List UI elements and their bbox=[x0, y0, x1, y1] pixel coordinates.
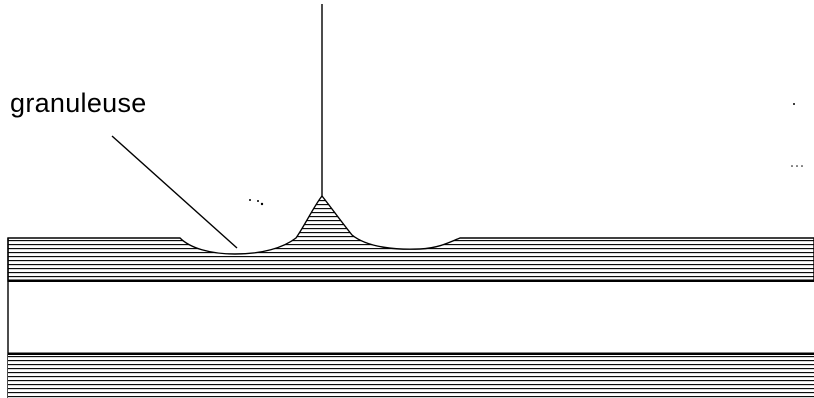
label-leader-line bbox=[111, 135, 238, 249]
middle-clear-layer bbox=[8, 282, 814, 354]
bottom-hatched-layer bbox=[8, 355, 814, 398]
granuleuse-label: granuleuse bbox=[10, 88, 147, 118]
speckle-dots bbox=[249, 103, 803, 206]
top-hatched-layer bbox=[7, 194, 814, 282]
